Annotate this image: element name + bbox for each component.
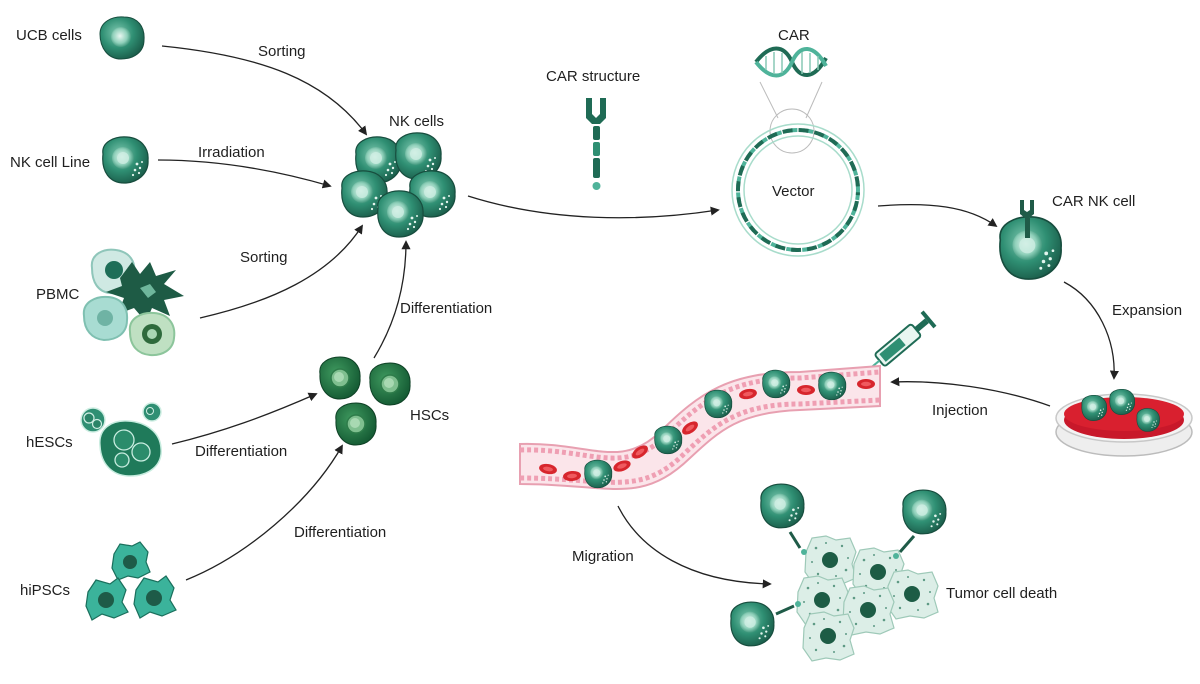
- label-migration: Migration: [572, 548, 634, 565]
- arrow-nk-to-vector: [467, 195, 720, 219]
- label-irradiation: Irradiation: [198, 144, 265, 161]
- nk-cell-line-icon: [102, 136, 149, 184]
- label-car-structure: CAR structure: [546, 68, 641, 85]
- label-differentiation-hsc: Differentiation: [400, 300, 493, 317]
- attacking-car-nk-cells-icon: [730, 483, 947, 647]
- label-tumor-cell-death: Tumor cell death: [946, 585, 1058, 602]
- arrow-dish-to-vessel: [890, 377, 1051, 407]
- label-nk-cells: NK cells: [389, 113, 445, 130]
- label-car: CAR: [778, 27, 810, 44]
- blood-vessel-icon: [519, 364, 881, 491]
- arrow-vector-to-carnk: [877, 203, 998, 228]
- label-pbmc: PBMC: [36, 286, 80, 303]
- tumor-cells-icon: [796, 535, 939, 662]
- arrow-hsc-to-nk: [373, 240, 411, 359]
- car-dna-icon: [754, 46, 828, 154]
- ucb-cell-icon: [99, 16, 145, 60]
- flow-arrows: [157, 45, 1119, 589]
- label-hscs: HSCs: [410, 407, 450, 424]
- label-car-nk-cell: CAR NK cell: [1052, 193, 1136, 210]
- hscs-icon: [319, 356, 411, 446]
- hescs-icon: [80, 402, 162, 477]
- label-hescs: hESCs: [26, 434, 73, 451]
- arrow-pbmc-to-nk: [199, 224, 363, 319]
- hipscs-icon: [85, 541, 177, 621]
- arrow-carnk-to-dish: [1063, 281, 1119, 380]
- arrow-ucb-to-nk: [161, 45, 368, 136]
- car-structure-icon: [586, 98, 606, 190]
- label-vector: Vector: [772, 183, 815, 200]
- label-nk-cell-line: NK cell Line: [10, 154, 91, 171]
- petri-dish-icon: [1055, 388, 1193, 457]
- label-differentiation-hescs: Differentiation: [195, 443, 288, 460]
- arrow-nkline-to-nk: [157, 159, 332, 189]
- label-expansion: Expansion: [1112, 302, 1183, 319]
- label-differentiation-hipscs: Differentiation: [294, 524, 387, 541]
- car-nk-cell-icon: [999, 200, 1062, 280]
- label-hipscs: hiPSCs: [20, 582, 71, 599]
- label-sorting-ucb: Sorting: [258, 43, 306, 60]
- label-ucb-cells: UCB cells: [16, 27, 82, 44]
- label-injection: Injection: [932, 402, 988, 419]
- pbmc-icon: [82, 248, 184, 357]
- vector-plasmid-icon: [731, 123, 865, 257]
- nk-cells-cluster-icon: [341, 132, 456, 238]
- label-sorting-pbmc: Sorting: [240, 249, 288, 266]
- arrow-hipscs-to-hsc: [185, 444, 343, 581]
- arrow-vessel-to-tumor: [617, 505, 772, 589]
- arrow-hescs-to-hsc: [171, 392, 318, 445]
